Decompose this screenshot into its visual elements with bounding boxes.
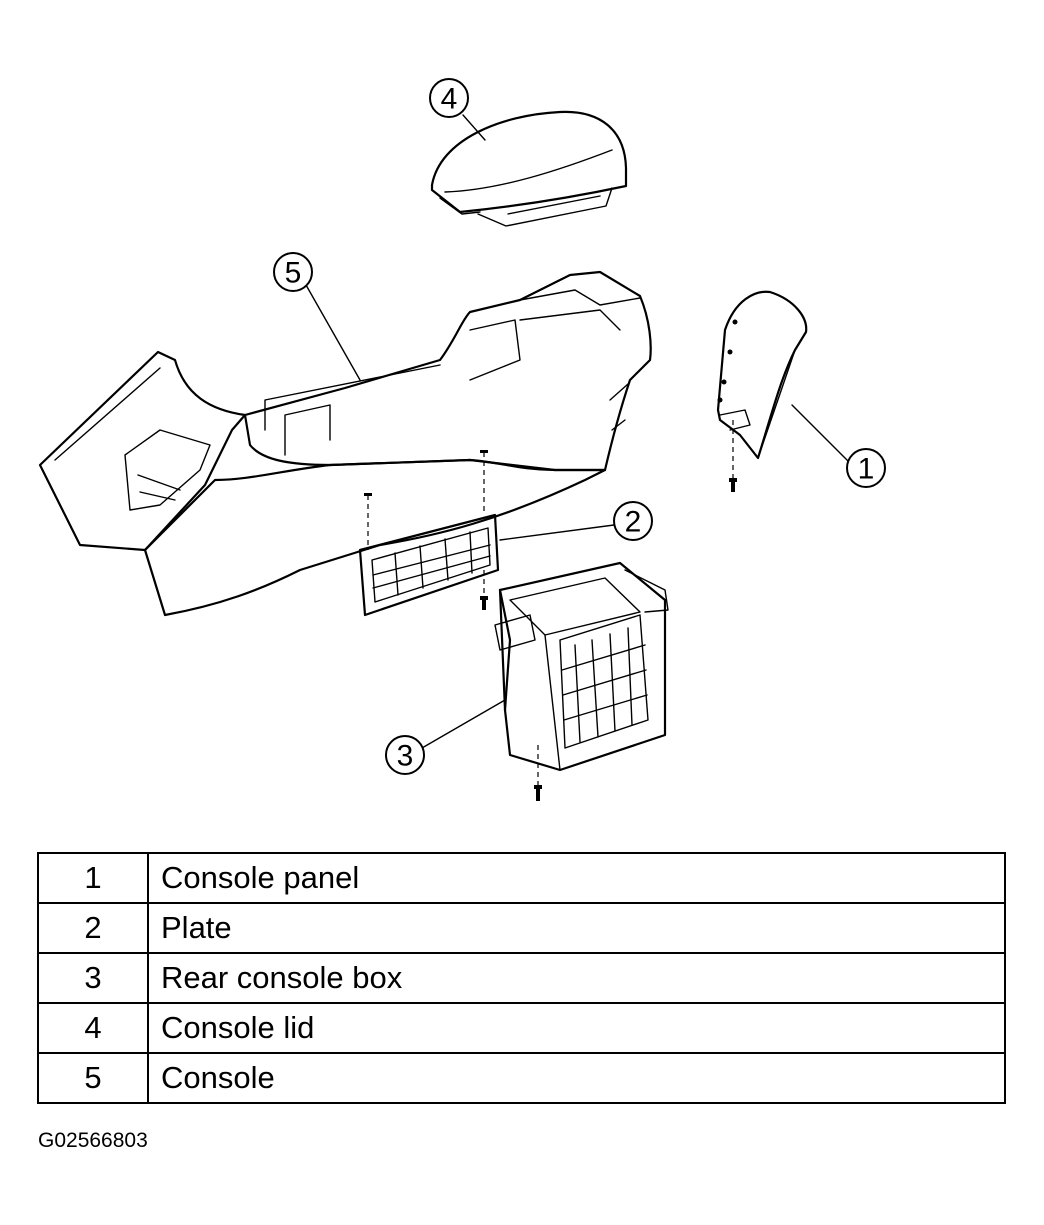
legend-label: Rear console box — [147, 952, 1006, 1004]
legend-label: Console — [147, 1052, 1006, 1104]
callout-2: 2 — [613, 501, 653, 541]
legend-number: 4 — [37, 1002, 149, 1054]
legend-label: Plate — [147, 902, 1006, 954]
figure-id: G02566803 — [38, 1129, 148, 1152]
parts-legend-table: 1 Console panel 2 Plate 3 Rear console b… — [37, 852, 1006, 1104]
callout-1: 1 — [846, 448, 886, 488]
callout-4: 4 — [429, 78, 469, 118]
svg-text:1: 1 — [858, 453, 875, 486]
legend-row: 3 Rear console box — [37, 952, 1006, 1004]
legend-number: 5 — [37, 1052, 149, 1104]
legend-number: 3 — [37, 952, 149, 1004]
plate-drawing — [358, 450, 500, 617]
svg-text:3: 3 — [397, 740, 414, 773]
legend-row: 2 Plate — [37, 902, 1006, 954]
svg-text:2: 2 — [625, 506, 642, 539]
svg-text:5: 5 — [285, 257, 302, 290]
legend-number: 2 — [37, 902, 149, 954]
leader-lines — [305, 114, 850, 749]
svg-text:4: 4 — [441, 83, 458, 116]
rear-console-box-drawing — [494, 561, 669, 801]
legend-row: 5 Console — [37, 1052, 1006, 1104]
legend-number: 1 — [37, 852, 149, 904]
legend-label: Console lid — [147, 1002, 1006, 1054]
callout-5: 5 — [273, 252, 313, 292]
exploded-parts-diagram: 4 5 1 2 3 — [38, 78, 886, 801]
callout-3: 3 — [385, 735, 425, 775]
legend-row: 4 Console lid — [37, 1002, 1006, 1054]
legend-label: Console panel — [147, 852, 1006, 904]
console-panel-drawing — [716, 290, 808, 492]
console-lid-drawing — [430, 110, 628, 227]
legend-row: 1 Console panel — [37, 852, 1006, 904]
console-drawing — [38, 270, 652, 617]
